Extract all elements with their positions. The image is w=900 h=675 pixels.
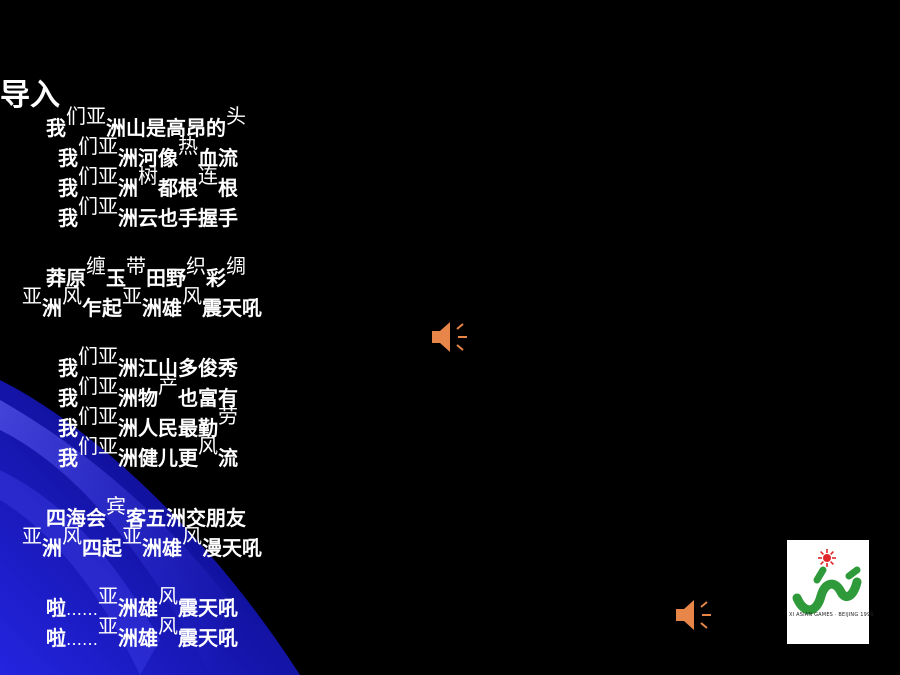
- speaker-icon[interactable]: [674, 597, 714, 633]
- lyric-text: 洲云也手握手: [118, 206, 238, 230]
- lyric-text: 头: [226, 104, 246, 128]
- lyric-text: 亚: [122, 284, 142, 308]
- lyric-text: 我: [58, 206, 78, 230]
- logo-caption: XI ASIAN GAMES · BEIJING 1990: [789, 612, 874, 618]
- asian-games-1990-logo-icon: [792, 549, 862, 615]
- lyric-line: 我们亚洲河像热血流: [58, 134, 238, 171]
- lyric-text: 热: [178, 134, 198, 158]
- lyric-text: 洲江山多俊秀: [118, 356, 238, 380]
- lyric-text: 亚: [98, 614, 118, 638]
- lyric-text: 客五洲交朋友: [126, 506, 246, 530]
- lyric-text: 缠: [86, 254, 106, 278]
- lyric-line: 亚洲风乍起亚洲雄风震天吼: [22, 284, 262, 321]
- slide-title: 导入: [0, 78, 60, 113]
- lyric-text: 我: [46, 116, 66, 140]
- lyric-text: 震天吼: [178, 626, 238, 650]
- lyric-text: 震天吼: [202, 296, 262, 320]
- lyric-text: 我: [58, 176, 78, 200]
- lyric-text: 们亚: [66, 104, 106, 128]
- lyric-line: 我们亚洲云也手握手: [58, 194, 238, 231]
- lyric-text: 风: [182, 524, 202, 548]
- lyric-text: 洲: [118, 176, 138, 200]
- lyric-text: 洲物: [118, 386, 158, 410]
- lyric-text: 啦: [46, 626, 66, 650]
- lyric-text: 我: [58, 446, 78, 470]
- lyric-text: 啦: [46, 596, 66, 620]
- lyric-text: 玉: [106, 266, 126, 290]
- lyric-text: 洲人民最勤: [118, 416, 218, 440]
- lyric-line: 我们亚洲山是高昂的头: [46, 104, 246, 141]
- lyric-text: 我: [58, 386, 78, 410]
- lyric-text: 洲: [42, 296, 62, 320]
- lyric-line: 啦……亚洲雄风震天吼: [46, 584, 238, 623]
- lyric-text: 乍起: [82, 296, 122, 320]
- lyric-text: 我: [58, 416, 78, 440]
- lyric-text: 洲山是高昂的: [106, 116, 226, 140]
- lyric-text: 产: [158, 374, 178, 398]
- lyric-text: 都根: [158, 176, 198, 200]
- lyric-text: 风: [158, 584, 178, 608]
- lyric-text: 我: [58, 146, 78, 170]
- lyric-line: 我们亚洲树都根连根: [58, 164, 238, 201]
- lyric-text: 连: [198, 164, 218, 188]
- lyric-text: 们亚: [78, 164, 118, 188]
- speaker-icon[interactable]: [430, 319, 470, 355]
- lyric-text: 们亚: [78, 344, 118, 368]
- lyric-text: ……: [66, 630, 98, 649]
- lyric-text: 洲雄: [118, 596, 158, 620]
- asian-games-logo: XI ASIAN GAMES · BEIJING 1990: [787, 540, 874, 644]
- lyric-text: 血流: [198, 146, 238, 170]
- lyric-text: 洲: [42, 536, 62, 560]
- lyric-text: 莽原: [46, 266, 86, 290]
- lyric-text: 震天吼: [178, 596, 238, 620]
- lyric-text: 亚: [122, 524, 142, 548]
- lyric-text: 风: [158, 614, 178, 638]
- lyric-line: 我们亚洲江山多俊秀: [58, 344, 238, 381]
- lyric-text: 亚: [22, 524, 42, 548]
- lyric-text: 风: [198, 434, 218, 458]
- lyric-text: 们亚: [78, 194, 118, 218]
- lyric-text: 带: [126, 254, 146, 278]
- lyric-text: 风: [62, 524, 82, 548]
- lyric-text: 亚: [98, 584, 118, 608]
- lyric-line: 啦……亚洲雄风震天吼: [46, 614, 238, 653]
- lyric-line: 四海会宾客五洲交朋友: [46, 494, 246, 531]
- lyric-text: 流: [218, 446, 238, 470]
- lyric-text: 四海会: [46, 506, 106, 530]
- lyric-text: 漫天吼: [202, 536, 262, 560]
- lyric-text: 四起: [82, 536, 122, 560]
- lyric-text: 洲河像: [118, 146, 178, 170]
- lyric-line: 我们亚洲健儿更风流: [58, 434, 238, 471]
- lyric-text: 们亚: [78, 134, 118, 158]
- lyric-text: 洲雄: [118, 626, 158, 650]
- lyric-text: 亚: [22, 284, 42, 308]
- lyric-line: 我们亚洲物产也富有: [58, 374, 238, 411]
- lyric-text: 树: [138, 164, 158, 188]
- lyric-text: 风: [62, 284, 82, 308]
- lyric-text: 宾: [106, 494, 126, 518]
- lyric-text: 们亚: [78, 434, 118, 458]
- lyric-line: 我们亚洲人民最勤劳: [58, 404, 238, 441]
- lyric-text: 洲雄: [142, 536, 182, 560]
- lyric-text: 田野: [146, 266, 186, 290]
- lyric-text: 们亚: [78, 374, 118, 398]
- lyric-text: 我: [58, 356, 78, 380]
- lyric-text: 织: [186, 254, 206, 278]
- lyric-text: 洲雄: [142, 296, 182, 320]
- lyric-text: ……: [66, 600, 98, 619]
- lyric-text: 彩: [206, 266, 226, 290]
- lyric-text: 也富有: [178, 386, 238, 410]
- lyric-line: 莽原缠玉带田野织彩绸: [46, 254, 246, 291]
- lyric-text: 劳: [218, 404, 238, 428]
- lyric-text: 风: [182, 284, 202, 308]
- lyric-text: 洲健儿更: [118, 446, 198, 470]
- lyric-text: 们亚: [78, 404, 118, 428]
- lyric-text: 根: [218, 176, 238, 200]
- lyric-line: 亚洲风四起亚洲雄风漫天吼: [22, 524, 262, 561]
- lyric-text: 绸: [226, 254, 246, 278]
